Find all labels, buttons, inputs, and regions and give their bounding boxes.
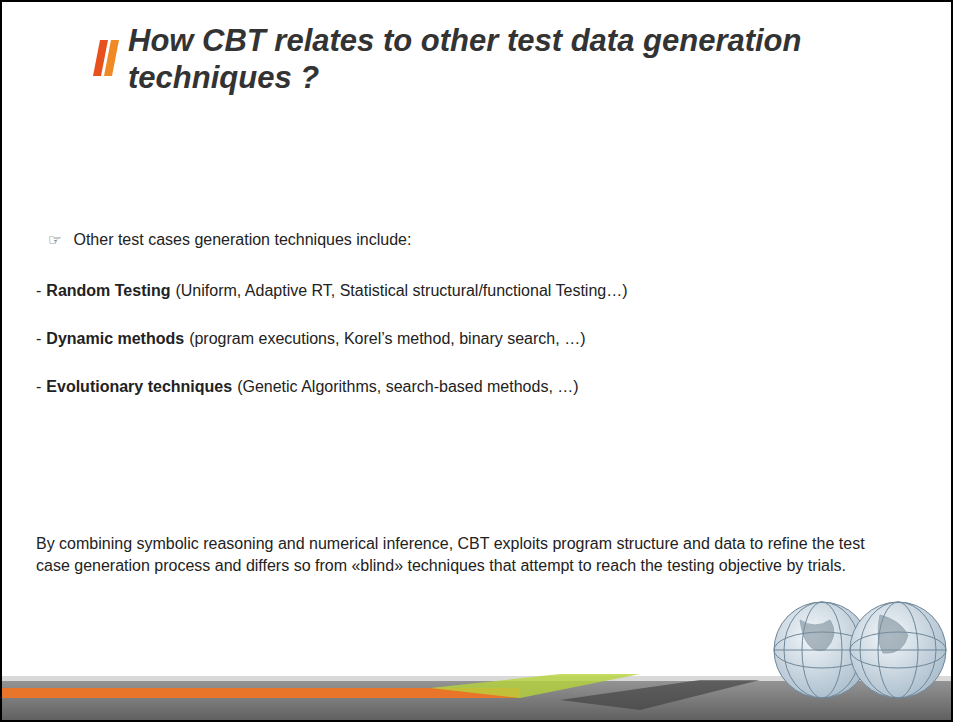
list-text: (program executions, Korel’s method, bin… (189, 329, 585, 349)
bullet-row: -Random Testing(Uniform, Adaptive RT, St… (36, 281, 628, 301)
list-text: (Uniform, Adaptive RT, Statistical struc… (175, 281, 627, 301)
bullet-row: ☞ Other test cases generation techniques … (48, 230, 411, 250)
globe-icon (850, 602, 946, 698)
summary-paragraph: By combining symbolic reasoning and nume… (36, 533, 898, 577)
slide-title: How CBT relates to other test data gener… (128, 22, 888, 96)
technique-name: Dynamic methods (46, 329, 184, 349)
footer-stripe (0, 688, 520, 698)
list-text: - (36, 377, 41, 397)
technique-name: Evolutionary techniques (46, 377, 232, 397)
list-text: - (36, 281, 41, 301)
bullet-row: -Dynamic methods(program executions, Kor… (36, 329, 585, 349)
technique-name: Random Testing (46, 281, 170, 301)
accent-bar (104, 40, 119, 76)
bullet-row: -Evolutionary techniques(Genetic Algorit… (36, 377, 579, 397)
list-text: (Genetic Algorithms, search-based method… (237, 377, 578, 397)
list-text: - (36, 329, 41, 349)
bullet-symbol: ☞ (48, 230, 61, 250)
footer-swoosh (560, 680, 760, 710)
list-text: Other test cases generation techniques i… (73, 230, 411, 250)
